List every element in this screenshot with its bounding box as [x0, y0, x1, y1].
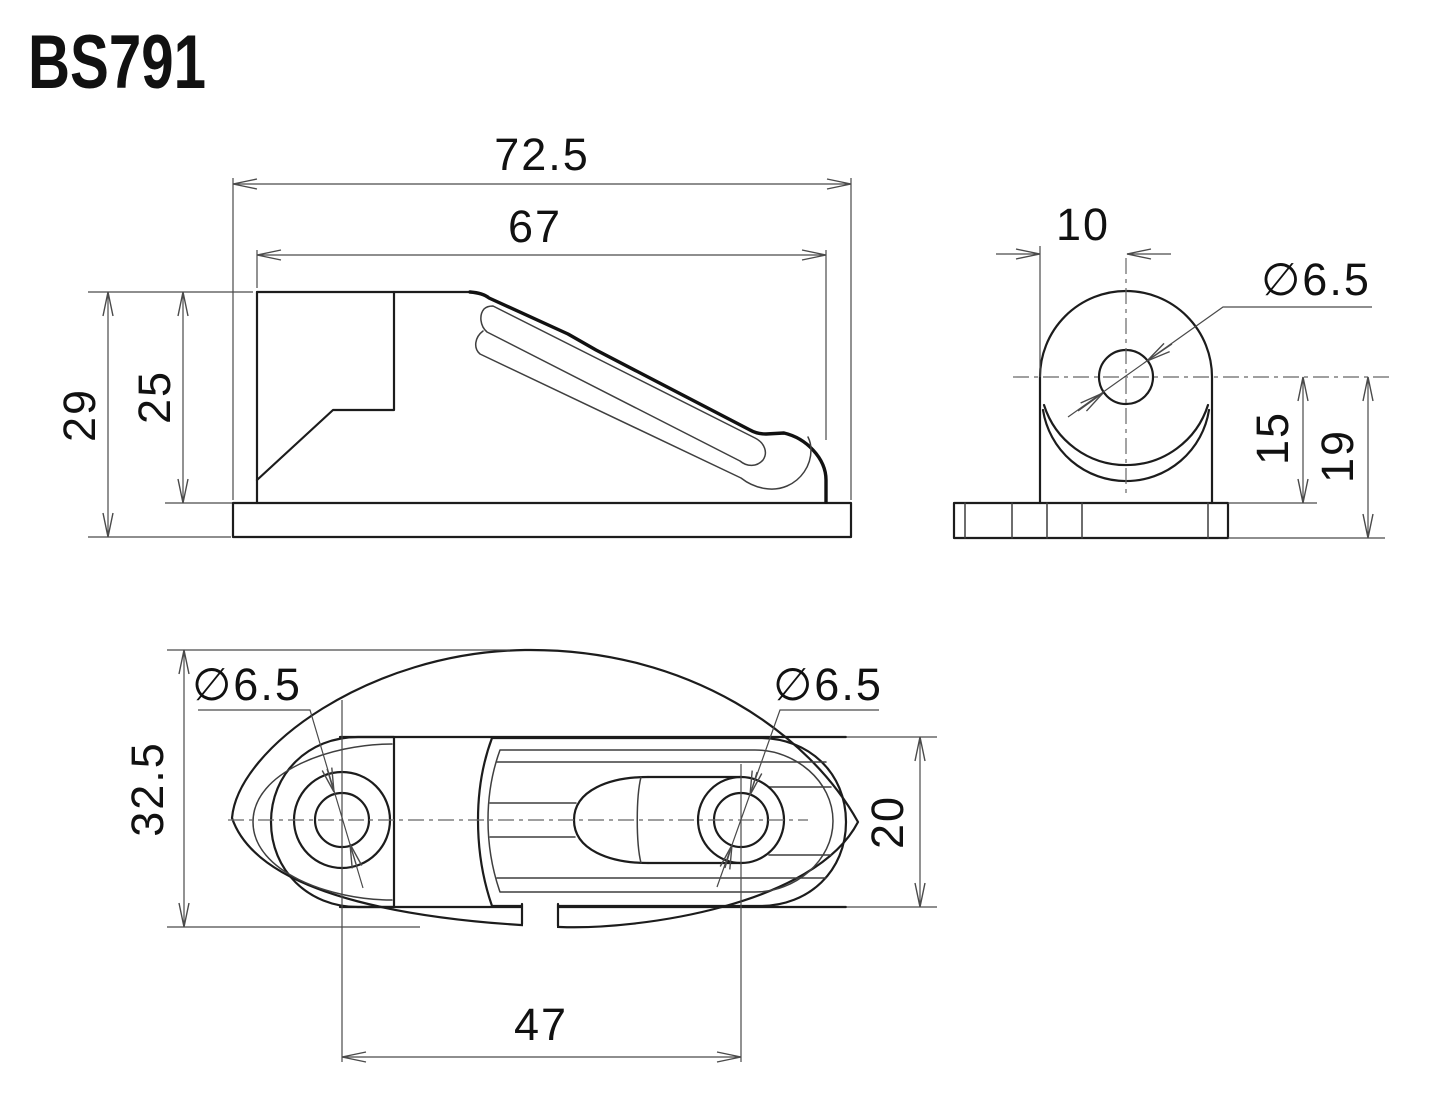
- dim-side-total-height: 29: [54, 291, 253, 538]
- dim-label-15: 15: [1247, 411, 1298, 465]
- bottom-channel-outer: [476, 736, 848, 908]
- dim-side-total-width: 72.5: [232, 129, 852, 500]
- dim-label-bottom-left-hole: ∅6.5: [192, 659, 302, 710]
- side-base-plate: [231, 501, 853, 539]
- end-base-plate: [952, 501, 1230, 540]
- leader-bottom-right-hole: ∅6.5: [716, 659, 883, 888]
- dim-label-10: 10: [1056, 199, 1110, 250]
- part-number-title: BS791: [28, 20, 206, 105]
- side-scoop-slot: [480, 305, 767, 467]
- dim-label-72-5: 72.5: [494, 129, 590, 180]
- end-cylinder-bottom-arc: [1042, 403, 1210, 467]
- side-scoop-outer-line: [475, 330, 812, 490]
- leader-end-hole: ∅6.5: [1067, 254, 1372, 418]
- side-step-profile: [255, 290, 396, 482]
- side-view: 72.5 67 29 25: [54, 129, 853, 539]
- leader-bottom-left-hole: ∅6.5: [192, 659, 364, 889]
- bottom-blend-arc: [252, 743, 393, 901]
- dim-bottom-total-height: 32.5: [122, 649, 510, 928]
- bottom-channel-inner: [487, 749, 834, 893]
- dim-label-67: 67: [508, 201, 562, 252]
- end-view: 10 ∅6.5 15 19: [952, 199, 1390, 540]
- dim-end-center-height: 15: [1228, 376, 1317, 504]
- dim-label-end-hole-dia: ∅6.5: [1261, 254, 1371, 305]
- dim-label-25: 25: [129, 370, 180, 424]
- dim-end-face-offset: 10: [996, 199, 1171, 377]
- dim-label-29: 29: [54, 388, 105, 442]
- dim-label-32-5: 32.5: [122, 741, 173, 837]
- dim-label-20: 20: [862, 795, 913, 849]
- side-ramp-silhouette: [468, 290, 828, 504]
- dim-end-total-height: 19: [1228, 376, 1385, 539]
- bottom-pad-outline: [269, 735, 396, 909]
- dim-side-body-width: 67: [256, 201, 827, 440]
- dim-bottom-hole-spacing: 47: [341, 999, 742, 1063]
- bottom-bullet-divider: [636, 776, 642, 864]
- dim-side-body-height: 25: [129, 291, 232, 504]
- dim-bottom-pad-width: 20: [846, 736, 937, 908]
- dim-label-bottom-right-hole: ∅6.5: [773, 659, 883, 710]
- dim-label-19: 19: [1312, 429, 1363, 483]
- dim-label-47: 47: [514, 999, 568, 1050]
- bottom-view: 32.5 ∅6.5 ∅6.5 20 47: [122, 648, 937, 1063]
- bottom-outer-shell: [230, 648, 860, 929]
